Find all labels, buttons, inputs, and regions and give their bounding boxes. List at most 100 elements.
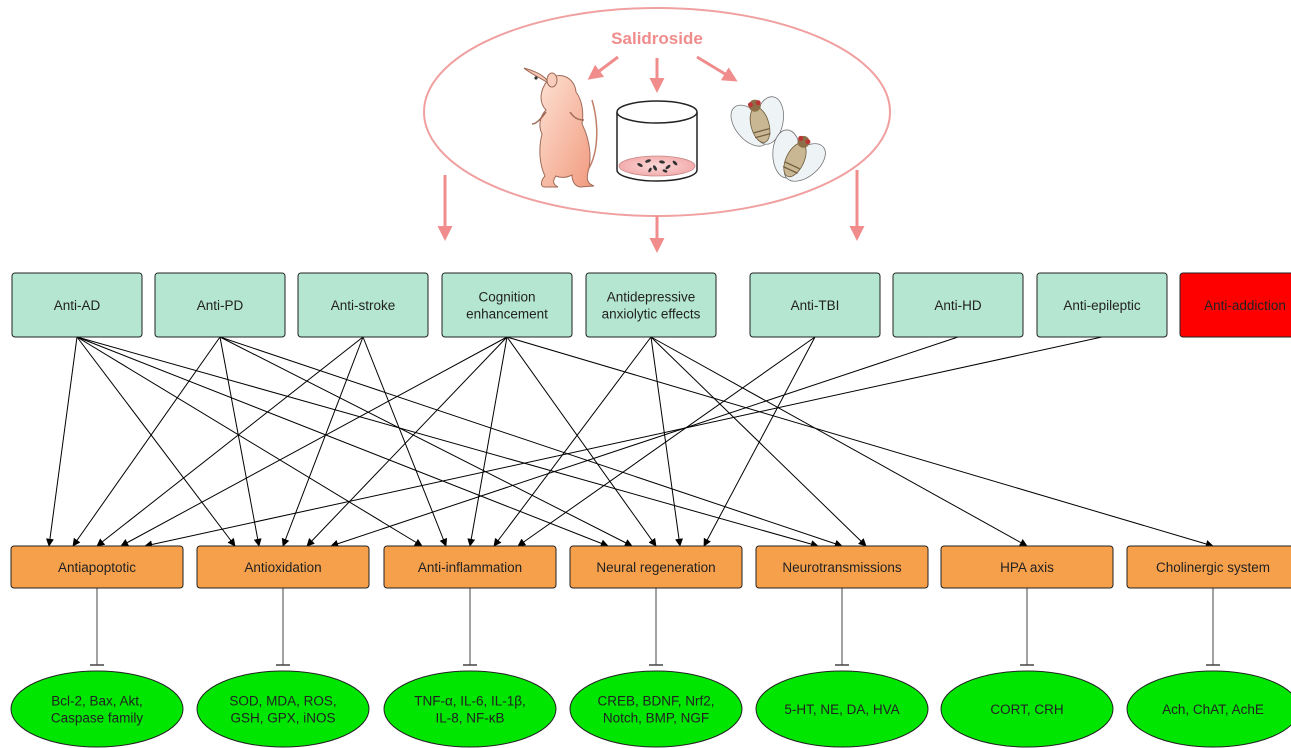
mechanism-neural-regeneration: Neural regeneration xyxy=(569,545,743,589)
effect-label: Anti-HD xyxy=(934,298,982,313)
link-anti-stroke-to-antioxidation xyxy=(281,336,364,547)
effect-label: Anti-TBI xyxy=(791,298,840,313)
target-label: 5-HT, NE, DA, HVA xyxy=(784,702,899,717)
target-label: CREB, BDNF, Nrf2, xyxy=(597,694,714,709)
links-layer xyxy=(45,336,1214,549)
effect-box xyxy=(297,272,429,338)
target-label: IL-8, NF-κB xyxy=(435,711,504,726)
target-ellipse xyxy=(383,670,557,748)
mechanism-antioxidation: Antioxidation xyxy=(196,545,370,589)
mechanism-box xyxy=(10,545,184,589)
target-0: Bcl-2, Bax, Akt,Caspase family xyxy=(10,670,184,748)
effect-box xyxy=(749,272,881,338)
link-anti-epileptic-to-antiapoptotic xyxy=(144,336,1103,549)
link-cognition-to-antiapoptotic xyxy=(120,336,508,547)
effect-box xyxy=(154,272,286,338)
link-anti-pd-to-neurotransmissions xyxy=(219,336,843,548)
effect-box xyxy=(1179,272,1291,338)
arrow-to-rat xyxy=(587,55,619,80)
effect-label: Cognition xyxy=(478,290,535,305)
effect-box xyxy=(441,272,573,338)
inhibition-layer xyxy=(90,588,1220,666)
mechanism-label: Neural regeneration xyxy=(596,560,715,575)
link-anti-ad-to-neurotransmissions xyxy=(76,336,819,548)
effect-box xyxy=(1036,272,1168,338)
target-label: Ach, ChAT, AchE xyxy=(1162,702,1264,717)
link-anti-hd-to-antioxidation xyxy=(330,336,959,548)
link-anti-pd-to-neural-regeneration xyxy=(219,336,633,547)
target-6: Ach, ChAT, AchE xyxy=(1126,670,1291,748)
link-cognition-to-anti-inflammation xyxy=(467,336,508,547)
mechanism-box xyxy=(755,545,929,589)
link-antidepressive-to-anti-inflammation xyxy=(493,336,652,547)
effect-anti-ad: Anti-AD xyxy=(11,272,143,338)
arrow-to-fly xyxy=(696,55,738,82)
target-1: SOD, MDA, ROS, GSH, GPX, iNOS xyxy=(196,670,370,748)
target-ellipse xyxy=(569,670,743,748)
mechanism-label: Neurotransmissions xyxy=(782,560,902,575)
mechanism-label: Cholinergic system xyxy=(1156,560,1270,575)
effect-anti-addiction: Anti-addiction xyxy=(1179,272,1291,338)
target-ellipse xyxy=(10,670,184,748)
link-cognition-to-cholinergic-system xyxy=(506,336,1214,548)
link-anti-pd-to-antiapoptotic xyxy=(72,336,221,547)
target-label: CORT, CRH xyxy=(990,702,1063,717)
target-5: CORT, CRH xyxy=(940,670,1114,748)
effect-box xyxy=(892,272,1024,338)
link-antidepressive-to-neural-regeneration xyxy=(650,336,683,547)
target-label: GSH, GPX, iNOS xyxy=(230,711,335,726)
effect-box xyxy=(585,272,717,338)
mechanism-label: Anti-inflammation xyxy=(418,560,522,575)
mechanism-hpa-axis: HPA axis xyxy=(940,545,1114,589)
target-ellipse xyxy=(940,670,1114,748)
link-antidepressive-to-neurotransmissions xyxy=(650,336,867,547)
link-anti-stroke-to-antiapoptotic xyxy=(96,336,364,547)
mechanism-box xyxy=(196,545,370,589)
link-anti-pd-to-antioxidation xyxy=(219,336,262,547)
link-cognition-to-antioxidation xyxy=(306,336,508,547)
rat-illustration xyxy=(523,67,598,188)
effect-label: enhancement xyxy=(466,307,548,322)
effect-cognition: Cognition enhancement xyxy=(441,272,573,338)
link-anti-tbi-to-anti-inflammation xyxy=(517,336,816,547)
effect-anti-tbi: Anti-TBI xyxy=(749,272,881,338)
target-3: CREB, BDNF, Nrf2, Notch, BMP, NGF xyxy=(569,670,743,748)
link-anti-tbi-to-neural-regeneration xyxy=(703,336,816,547)
effect-box xyxy=(11,272,143,338)
link-cognition-to-neural-regeneration xyxy=(506,336,657,547)
target-2: TNF-α, IL-6, IL-1β,IL-8, NF-κB xyxy=(383,670,557,748)
target-label: Caspase family xyxy=(51,711,144,726)
link-anti-stroke-to-anti-inflammation xyxy=(362,336,448,547)
link-anti-ad-to-antiapoptotic xyxy=(45,336,78,547)
mechanism-label: Antiapoptotic xyxy=(58,560,136,575)
fruit-fly-illustration xyxy=(730,96,826,182)
effect-label: Anti-stroke xyxy=(331,298,396,313)
mechanism-box xyxy=(940,545,1114,589)
target-label: SOD, MDA, ROS, xyxy=(229,694,336,709)
target-4: 5-HT, NE, DA, HVA xyxy=(755,670,929,748)
effects-row: Anti-AD Anti-PD Anti-stroke Cognition enhanc… xyxy=(11,272,1291,338)
effect-anti-stroke: Anti-stroke xyxy=(297,272,429,338)
mechanism-box xyxy=(383,545,557,589)
target-ellipse xyxy=(755,670,929,748)
source-label: Salidroside xyxy=(611,29,703,48)
salidroside-source: Salidroside xyxy=(423,7,891,253)
effect-label: Anti-AD xyxy=(54,298,101,313)
effect-anti-hd: Anti-HD xyxy=(892,272,1024,338)
target-ellipse xyxy=(196,670,370,748)
mechanism-anti-inflammation: Anti-inflammation xyxy=(383,545,557,589)
mechanism-box xyxy=(1126,545,1291,589)
link-anti-ad-to-anti-inflammation xyxy=(76,336,423,547)
effect-label: Anti-addiction xyxy=(1204,298,1286,313)
effect-anti-epileptic: Anti-epileptic xyxy=(1036,272,1168,338)
effect-label: anxiolytic effects xyxy=(602,307,701,322)
target-ellipse xyxy=(1126,670,1291,748)
mechanism-label: HPA axis xyxy=(1000,560,1054,575)
effect-anti-pd: Anti-PD xyxy=(154,272,286,338)
mechanisms-row: Antiapoptotic Antioxidation Anti-inflammat… xyxy=(10,545,1291,589)
target-label: Notch, BMP, NGF xyxy=(603,711,709,726)
link-antidepressive-to-hpa-axis xyxy=(650,336,1028,547)
effect-label: Anti-epileptic xyxy=(1063,298,1141,313)
